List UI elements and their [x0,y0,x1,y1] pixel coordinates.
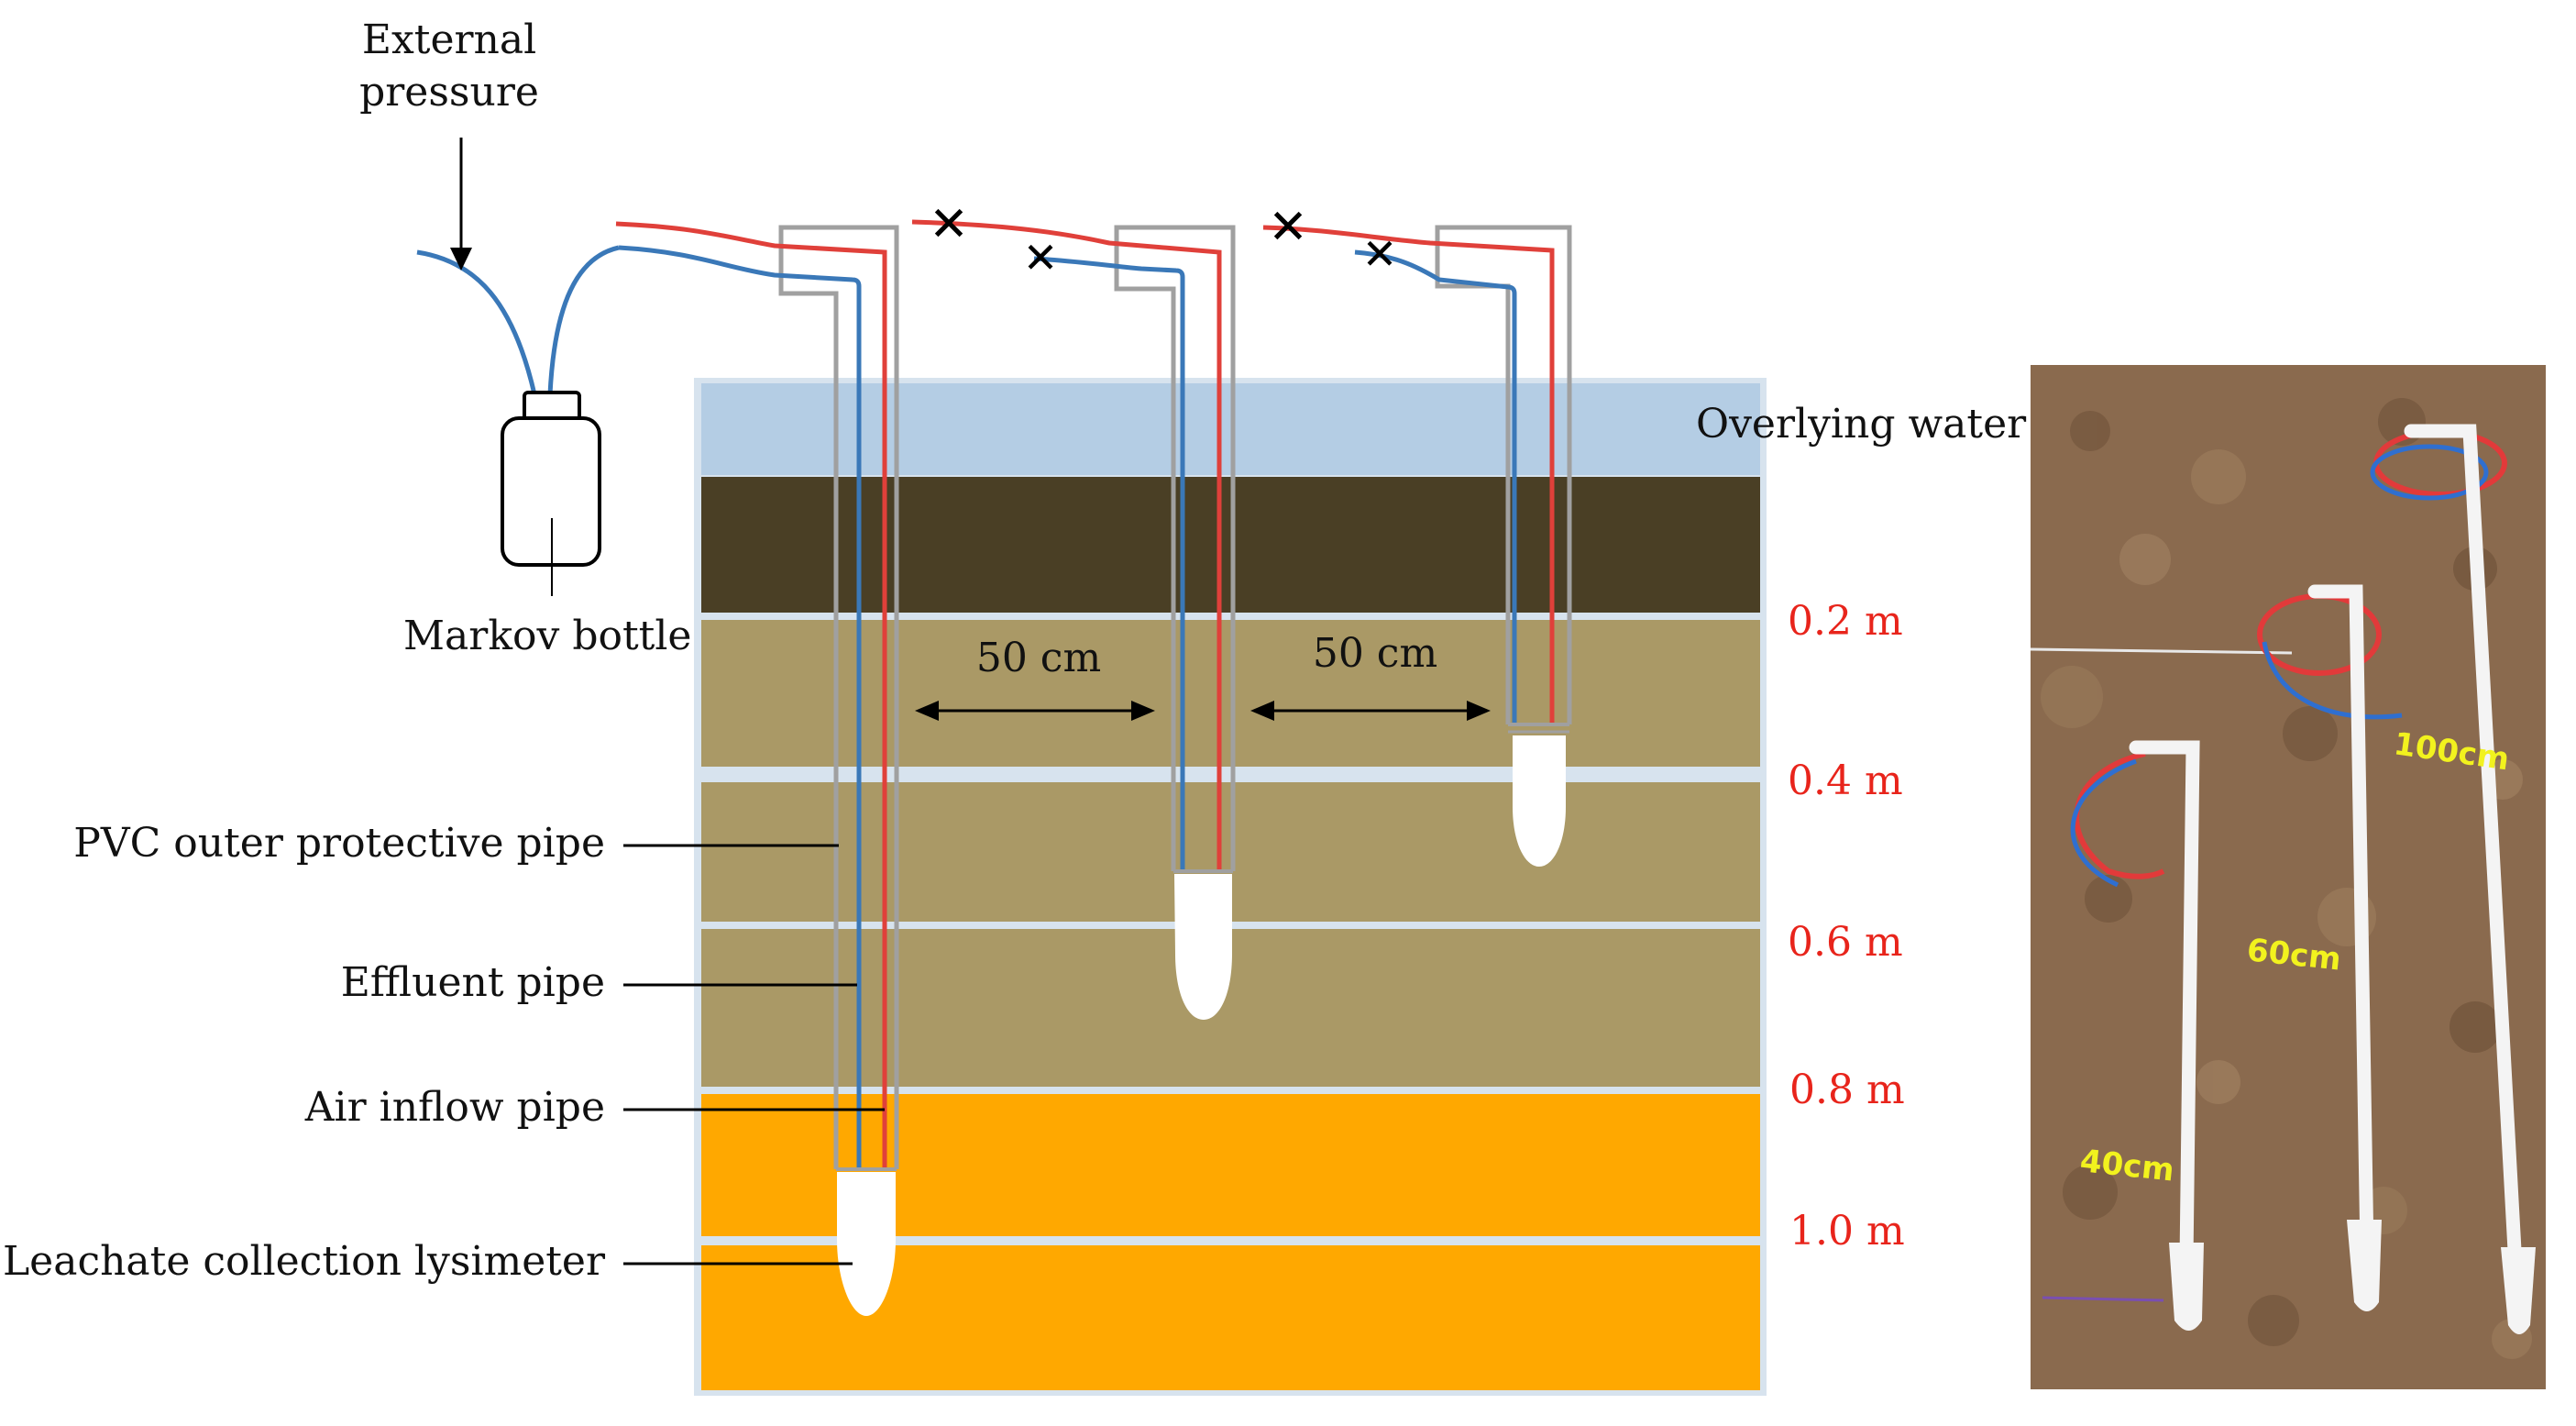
ceramic-cup-2 [1174,874,1232,1020]
pvc-pipe-2 [1114,225,1236,871]
lysimeter-2: ✕ ✕ [911,197,1236,1020]
tube-to-bottle-left [416,249,537,395]
pvc-pipe-3 [1435,225,1572,724]
tube-to-bottle-right [547,245,620,395]
depth-label-0-4: 0.4 m [1788,757,1903,804]
depth-label-1-0: 1.0 m [1789,1208,1905,1255]
closed-mark-blue-3: ✕ [1362,229,1398,279]
lysimeter-3: ✕ ✕ [1262,200,1572,867]
air-inflow-pipe-1 [615,221,887,1169]
effluent-pipe-2 [1033,256,1185,871]
closed-mark-blue-2: ✕ [1023,233,1059,282]
component-labels: PVC outer protective pipe Effluent pipe … [3,820,885,1285]
pvc-pipe-1 [778,225,899,1169]
photo-tube-blue-60 [2262,641,2403,720]
closed-mark-red-3: ✕ [1268,200,1308,255]
air-inflow-pipe-label: Air inflow pipe [304,1084,605,1131]
spacing-label-1: 50 cm [976,635,1101,681]
external-pressure-label-1: External [362,17,536,63]
external-pressure-arrowhead [450,248,472,271]
photo-pipe-40 [2129,740,2200,1268]
photo-cup-40 [2169,1243,2204,1331]
external-pressure-label-2: pressure [359,69,539,116]
overlying-water-label: Overlying water [1696,401,2027,448]
depth-labels: 0.2 m 0.4 m 0.6 m 0.8 m 1.0 m [1788,598,1905,1255]
photo-tube-blue-100 [2370,444,2489,501]
photo-tube-blue-40 [2070,758,2137,888]
photo-string-line [2030,647,2293,655]
effluent-pipe-1 [618,245,862,1169]
field-photo: 100cm 60cm 40cm [2030,365,2546,1389]
lysimeter-1 [615,221,899,1316]
effluent-pipe-label: Effluent pipe [341,959,605,1006]
spacing-arrowhead-2a [1250,701,1274,721]
spacing-annotations: 50 cm 50 cm [915,630,1491,721]
markov-bottle: Markov bottle [403,245,691,659]
photo-cup-60 [2347,1220,2382,1311]
pvc-pipe-label: PVC outer protective pipe [73,820,605,867]
spacing-label-2: 50 cm [1313,630,1437,677]
spacing-arrowhead-1b [1131,701,1155,721]
external-pressure: External pressure [359,17,539,271]
air-inflow-pipe-2 [911,219,1222,871]
bottle-cap [523,391,581,422]
photo-cup-100 [2501,1247,2536,1334]
effluent-pipe-3 [1354,249,1517,724]
air-inflow-pipe-3 [1262,225,1555,724]
photo-purple-stake [2042,1296,2164,1302]
depth-label-0-8: 0.8 m [1789,1067,1905,1113]
depth-label-0-6: 0.6 m [1788,919,1903,966]
ceramic-cup-1 [837,1172,896,1316]
spacing-arrowhead-2b [1467,701,1491,721]
photo-pipe-60 [2307,584,2374,1259]
ceramic-cup-3 [1513,735,1566,867]
markov-bottle-label: Markov bottle [403,613,691,659]
spacing-arrowhead-1a [915,701,939,721]
closed-mark-red-2: ✕ [929,197,969,252]
photo-tube-red-40 [2074,751,2165,879]
depth-label-0-2: 0.2 m [1788,598,1903,645]
photo-pipe-100 [2404,424,2524,1291]
lysimeter-label: Leachate collection lysimeter [3,1238,606,1285]
